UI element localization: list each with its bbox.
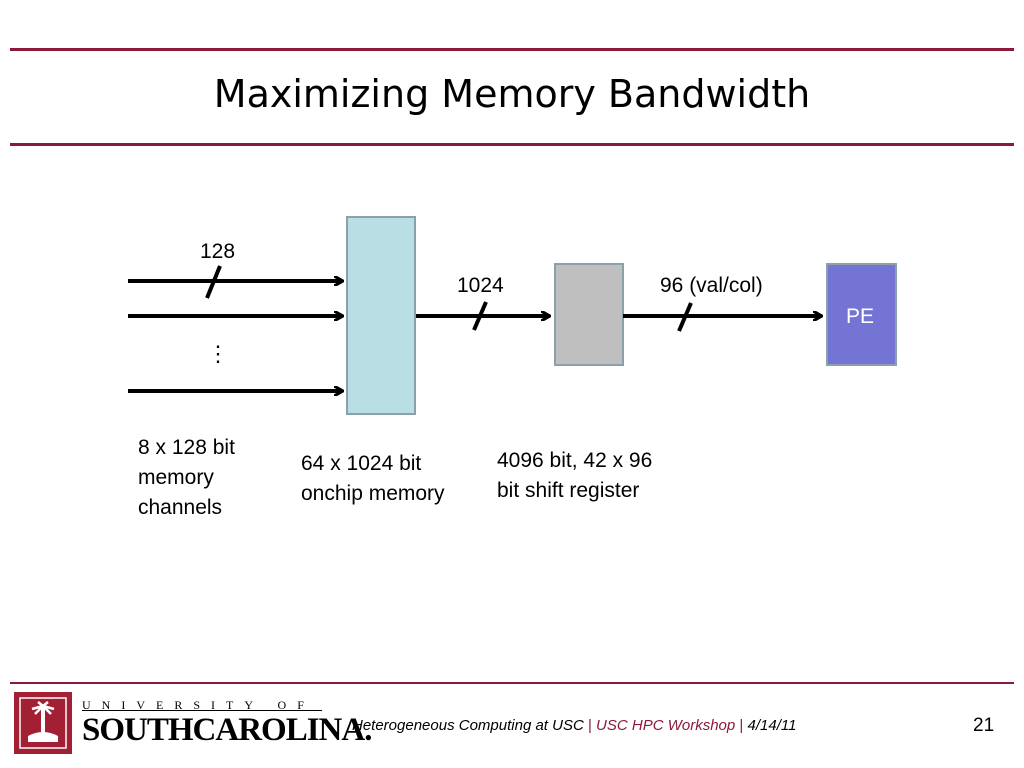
palmetto-icon	[19, 697, 67, 749]
logo-line-2: SOUTHCAROLINA.	[82, 712, 372, 748]
footer-date: 4/14/11	[747, 717, 797, 734]
pe-block	[826, 263, 897, 366]
label-1024: 1024	[457, 274, 504, 297]
label-96: 96 (val/col)	[660, 274, 763, 297]
page-number: 21	[973, 715, 995, 736]
label-128: 128	[200, 240, 236, 263]
label-ellipsis: ⋮	[207, 341, 229, 366]
caption-memory-channels: 8 x 128 bit memory channels	[138, 436, 235, 519]
title-underline-rule	[10, 143, 1014, 146]
caption-onchip-memory: 64 x 1024 bit onchip memory	[301, 452, 445, 505]
caption-shift-register: 4096 bit, 42 x 96 bit shift register	[497, 449, 653, 502]
usc-logo-emblem	[14, 692, 72, 754]
shift-register-block	[554, 263, 624, 366]
memory-bandwidth-diagram	[128, 216, 897, 415]
logo-divider	[82, 710, 322, 711]
bus-width-slash-1024	[472, 301, 488, 331]
bus-width-slash-128	[205, 265, 222, 299]
footer-separator-1: |	[587, 717, 592, 734]
footer-citation: Heterogeneous Computing at USC | USC HPC…	[352, 717, 796, 734]
logo-line-1: UNIVERSITY OF	[82, 698, 315, 712]
top-rule	[10, 48, 1014, 51]
bus-width-slash-96	[677, 302, 693, 332]
footer-rule	[10, 682, 1014, 684]
footer-separator-2: |	[739, 717, 744, 734]
pe-label: PE	[846, 305, 875, 328]
onchip-memory-block	[346, 216, 416, 415]
footer-workshop: USC HPC Workshop	[596, 717, 736, 734]
footer-event: Heterogeneous Computing at USC	[352, 717, 584, 734]
slide-title: Maximizing Memory Bandwidth	[213, 72, 811, 116]
